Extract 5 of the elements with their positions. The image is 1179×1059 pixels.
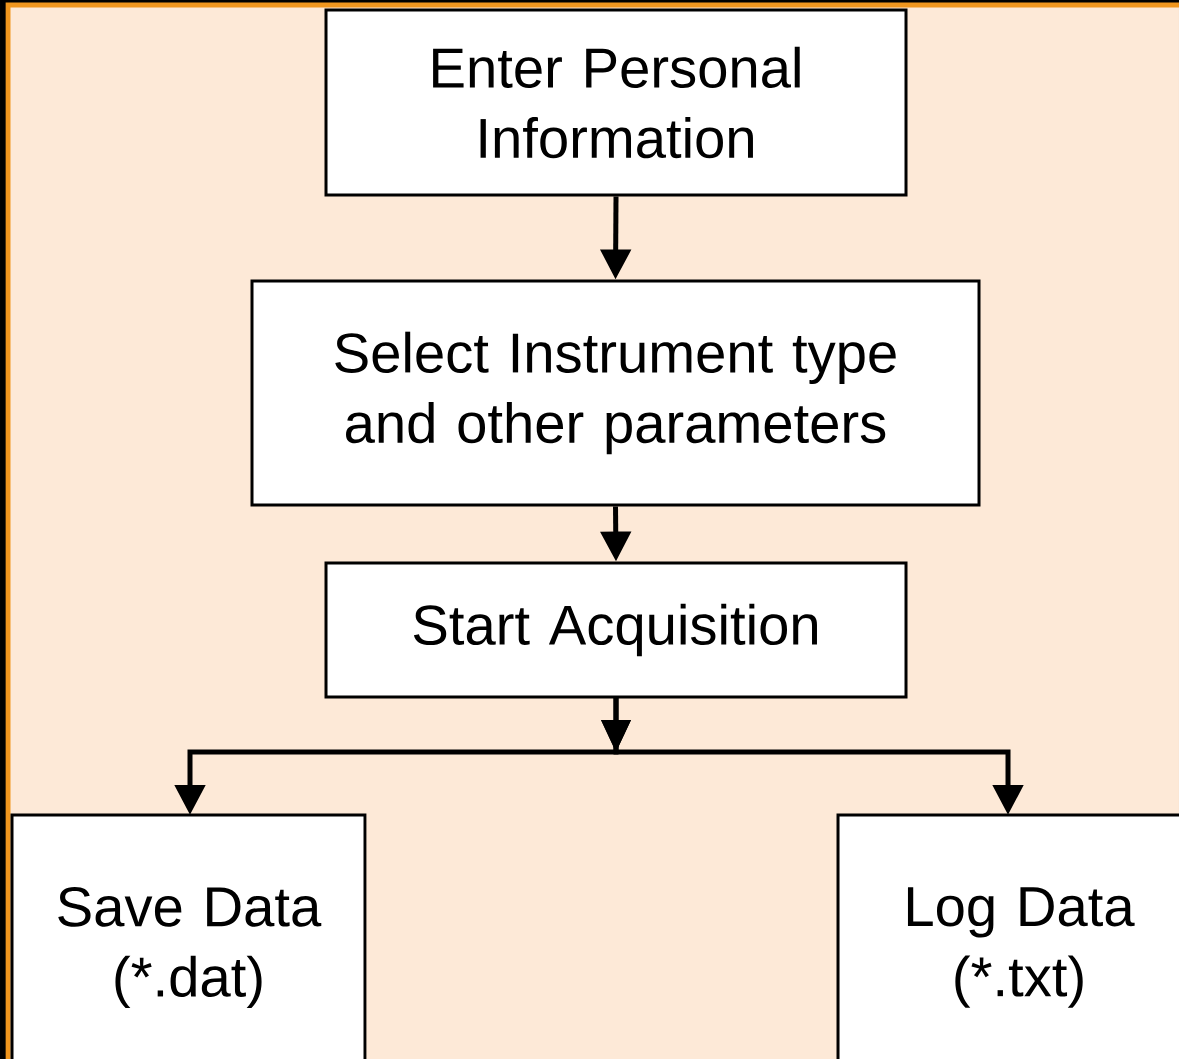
process-box: Enter Personal Information <box>324 8 908 197</box>
process-box: Log Data (*.txt) <box>836 813 1179 1059</box>
process-box: Start Acquisition <box>324 561 908 699</box>
process-box: Save Data (*.dat) <box>10 813 367 1059</box>
process-box: Select Instrument type and other parameters <box>250 279 981 507</box>
